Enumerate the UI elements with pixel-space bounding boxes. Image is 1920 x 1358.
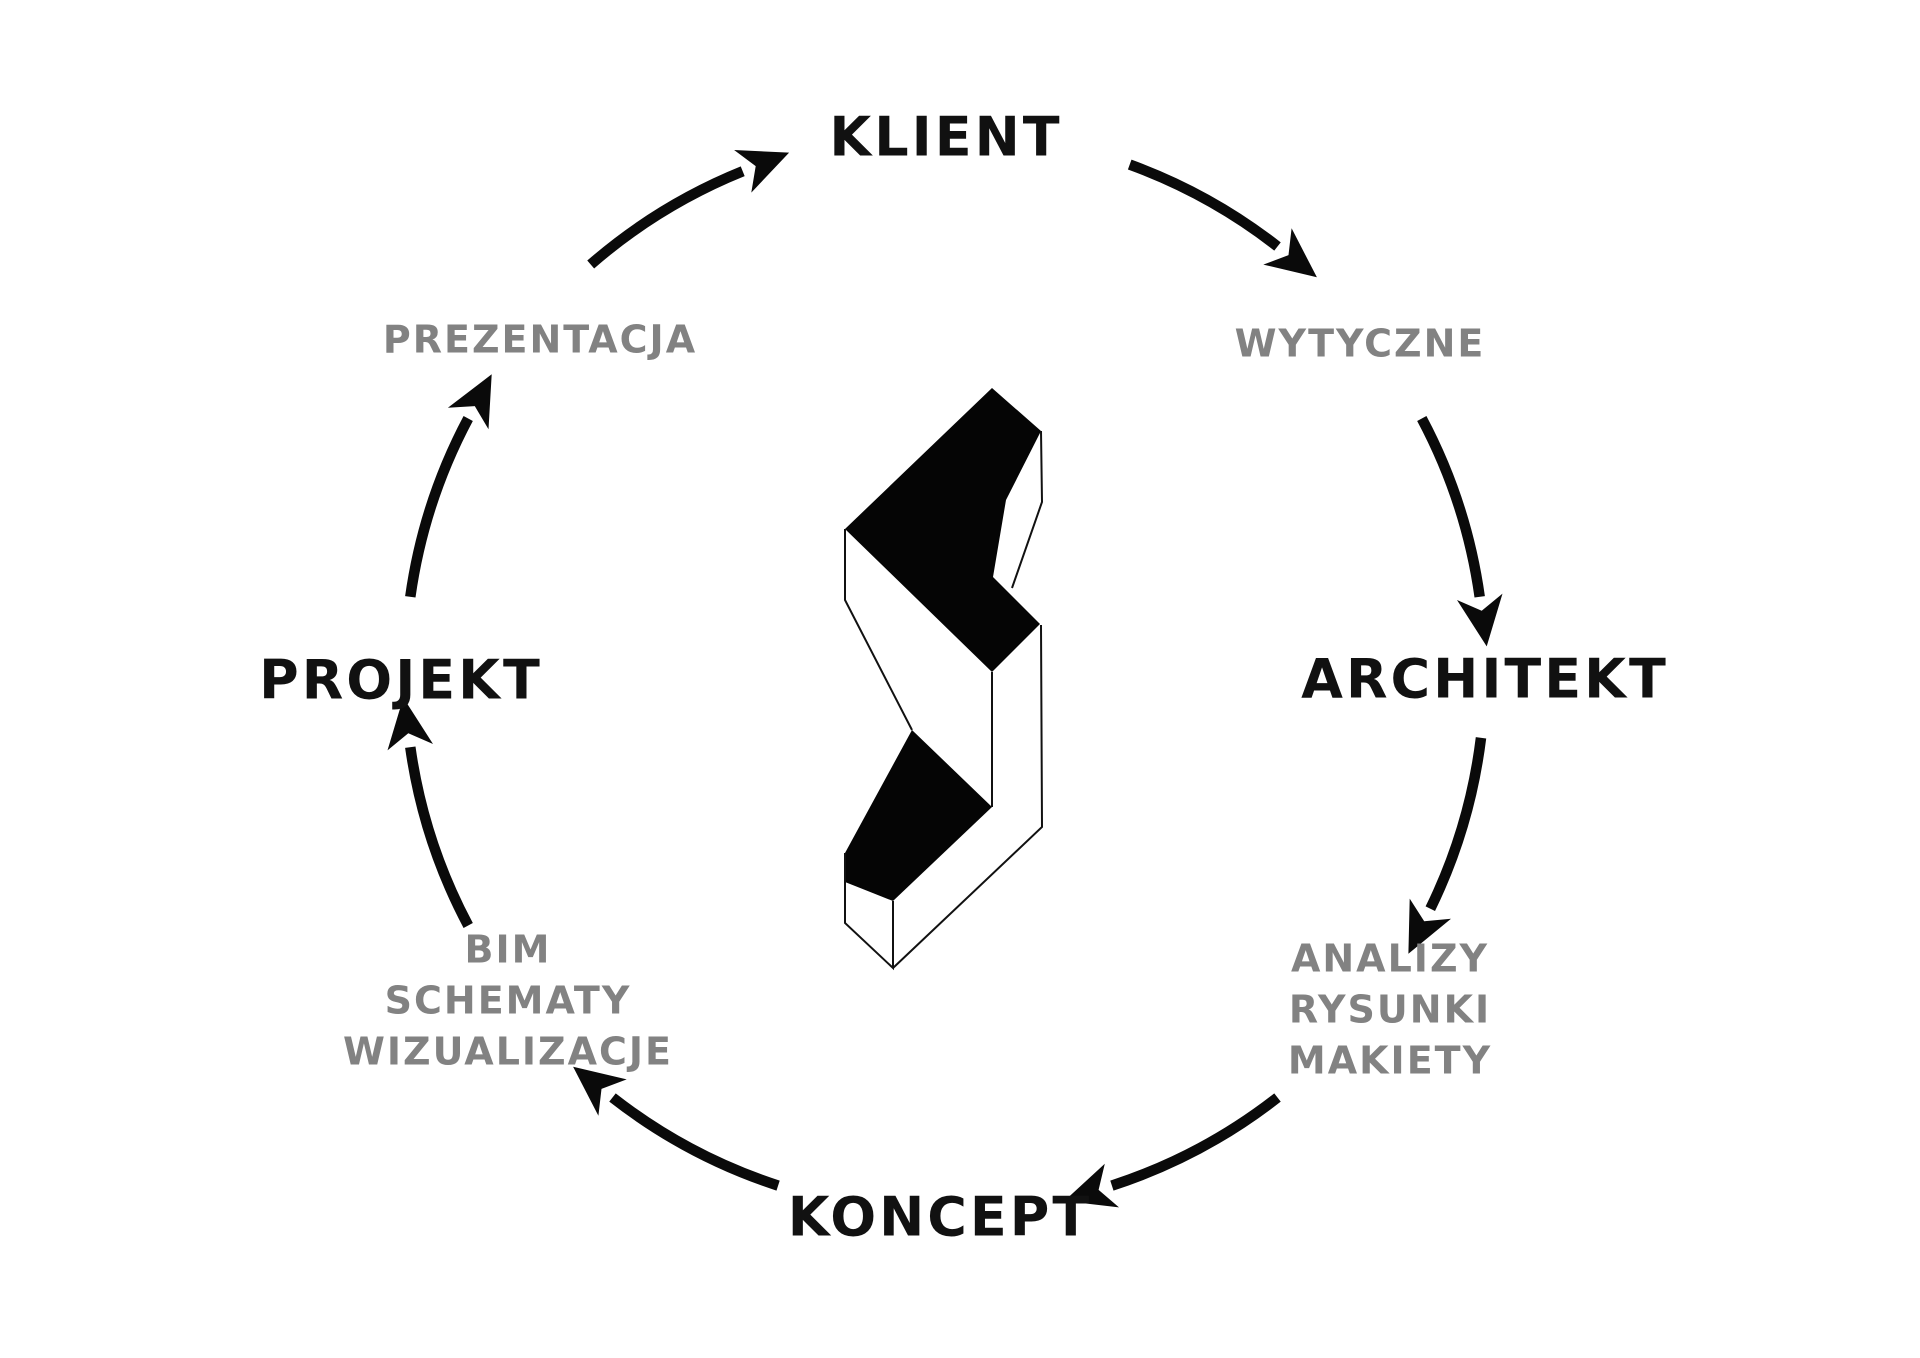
arrow-wytyczne-to-architekt <box>1417 416 1503 647</box>
logo-bottom-face <box>845 730 992 901</box>
arrowhead-icon <box>1064 1163 1119 1208</box>
node-koncept: KONCEPT <box>787 1185 1093 1249</box>
logo-edge <box>844 529 913 731</box>
node-prezentacja: PREZENTACJA <box>382 317 698 362</box>
node-analizy-line3: MAKIETY <box>1287 1038 1493 1083</box>
logo-edge <box>1011 430 1044 589</box>
arrow-klient-to-wytyczne <box>1127 159 1317 278</box>
node-architekt: ARCHITEKT <box>1301 647 1669 711</box>
node-bim-line2: SCHEMATY <box>384 978 632 1023</box>
logo-edge <box>892 624 1044 969</box>
arrowhead-icon <box>1263 228 1317 278</box>
node-bim-line3: WIZUALIZACJE <box>342 1029 674 1074</box>
arrow-bim-to-projekt <box>387 697 473 928</box>
arrowhead-icon <box>387 697 433 751</box>
node-analizy-line1: ANALIZY <box>1290 936 1490 981</box>
logo-edge <box>844 853 894 971</box>
arrow-koncept-to-bim <box>573 1066 780 1191</box>
company-logo-icon <box>844 388 1044 971</box>
node-klient: KLIENT <box>829 105 1063 169</box>
node-bim-line1: BIM <box>464 927 552 972</box>
node-analizy: ANALIZY RYSUNKI MAKIETY <box>1288 934 1492 1087</box>
node-projekt: PROJEKT <box>259 648 543 712</box>
arrowhead-icon <box>447 374 492 430</box>
logo-top-face <box>845 388 1041 672</box>
arrowhead-icon <box>734 150 790 193</box>
arrow-prezentacja-to-klient <box>587 150 790 269</box>
node-analizy-line2: RYSUNKI <box>1288 987 1492 1032</box>
arrowhead-icon <box>1408 898 1451 954</box>
arrowhead-icon <box>573 1066 627 1116</box>
node-bim: BIM SCHEMATY WIZUALIZACJE <box>343 925 673 1078</box>
node-wytyczne: WYTYCZNE <box>1234 321 1486 366</box>
arrow-analizy-to-koncept <box>1064 1093 1281 1208</box>
arrow-architekt-to-analizy <box>1408 737 1487 954</box>
arrowhead-icon <box>1457 593 1503 647</box>
arrow-projekt-to-prezentacja <box>405 374 492 598</box>
